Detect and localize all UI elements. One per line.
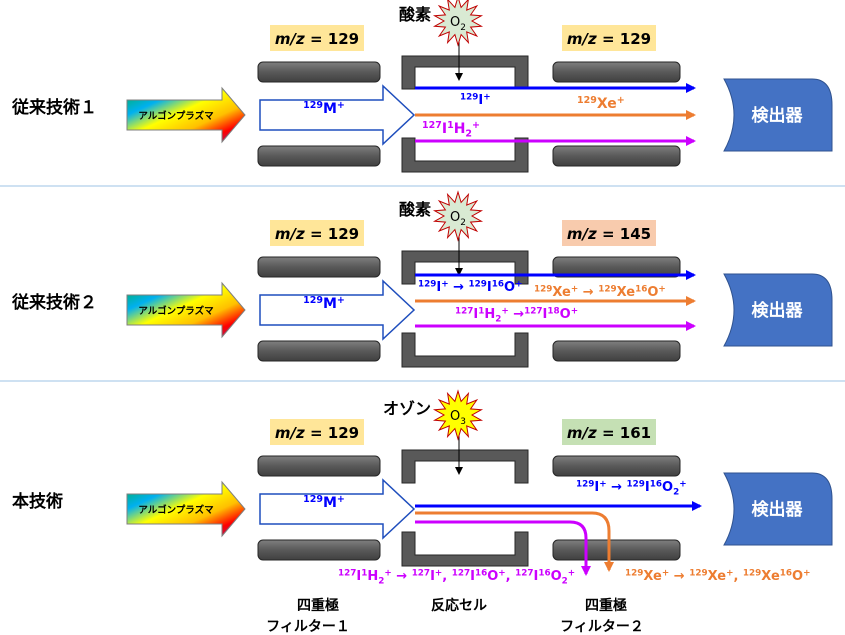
detector-label: 検出器 [752,300,804,321]
gas-burst-icon [432,190,484,242]
beam-magenta [415,520,591,576]
filter2-label-line1: 四重極 [585,597,627,614]
beam-label-orange: 129Xe+ [577,95,625,112]
quadrupole-rod [552,455,681,477]
reaction-cell-top [401,250,529,285]
plasma-label: アルゴンプラズマ [138,305,214,317]
reaction-cell-bottom [401,332,529,368]
quadrupole-rod [257,539,381,561]
plasma-arrow [126,86,246,144]
quadrupole-rod [257,145,381,167]
plasma-arrow [126,480,246,538]
beam-label-blue: 129I+ [460,92,491,108]
mz-right-label: m/z = 145 [567,225,651,243]
plasma-arrow [126,281,246,339]
reaction-cell-label: 反応セル [431,597,487,614]
filter1-label-line2: フィルター１ [266,619,350,635]
plasma-label: アルゴンプラズマ [138,504,214,516]
quadrupole-rod [257,61,381,83]
gas-label: オゾン [383,399,431,418]
gas-label: 酸素 [399,5,431,24]
gas-burst-icon [432,389,484,441]
quadrupole-rod [552,256,681,278]
mz-left-label-box [270,25,364,51]
mz-left-label: m/z = 129 [275,424,359,442]
beam-label-magenta: 127I1H2+ →127I18O+ [455,306,578,324]
row-label: 従来技術１ [11,97,97,118]
beam-label-orange: 129Xe+ → 129Xe16O+ [534,284,666,300]
ion-label: 129M+ [303,100,345,117]
detector-icon [723,472,833,546]
plasma-label: アルゴンプラズマ [138,110,214,122]
quadrupole-rod [552,340,681,362]
reaction-cell-top [401,449,529,484]
quadrupole-rod [257,340,381,362]
mz-left-label: m/z = 129 [275,30,359,48]
row-label: 従来技術２ [11,292,97,313]
mz-right-label: m/z = 161 [567,424,651,442]
reaction-cell-bottom [401,137,529,173]
detector-icon [723,273,833,347]
row-label: 本技術 [12,491,63,512]
reaction-cell-bottom [401,531,529,567]
quadrupole-rod [552,145,681,167]
quadrupole-rod [257,455,381,477]
mz-left-label-box [270,220,364,246]
quadrupole-rod [552,539,681,561]
quadrupole-rod [257,256,381,278]
ion-label: 129M+ [303,494,345,511]
ion-beam-arrow [259,84,416,146]
ion-beam-arrow [259,478,416,540]
ion-label: 129M+ [303,295,345,312]
ion-beam-arrow [259,279,416,341]
gas-burst-icon [432,0,484,47]
mz-right-label-box [562,220,656,246]
beam-label-magenta: 127I1H2+ [422,120,480,139]
mz-left-label: m/z = 129 [275,225,359,243]
detector-icon [723,78,833,152]
mz-right-label: m/z = 129 [567,30,651,48]
mz-left-label-box [270,419,364,445]
beam-label-orange: 129Xe+ → 129Xe+, 129Xe16O+ [625,568,810,584]
detector-label: 検出器 [752,499,804,520]
filter1-label-line1: 四重極 [297,597,339,614]
quadrupole-rod [552,61,681,83]
beam-orange [415,511,614,572]
mz-right-label-box [562,419,656,445]
gas-label: 酸素 [399,200,431,219]
beam-label-blue: 129I+ → 129I16O+ [418,279,522,295]
beam-label-magenta: 127I1H2+ → 127I+, 127I16O+, 127I16O2+ [338,568,575,586]
reaction-cell-top [401,55,529,90]
mz-right-label-box [562,25,656,51]
detector-label: 検出器 [752,105,804,126]
beam-label-blue: 129I+ → 129I16O2+ [576,479,687,497]
filter2-label-line2: フィルター２ [560,619,644,635]
